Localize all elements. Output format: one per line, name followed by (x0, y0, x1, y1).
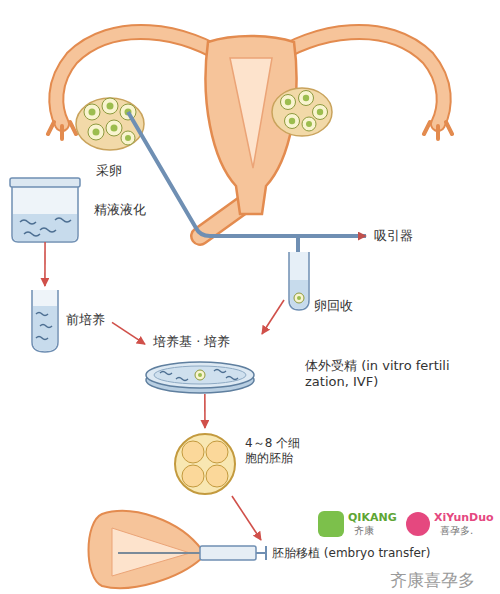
watermark: 喜孕多. (440, 525, 473, 537)
process-step: 培养基 · 培养体外受精 (in vitro fertilization, IV… (145, 334, 485, 394)
ovary (121, 131, 135, 145)
embryo (175, 434, 235, 494)
culture-dish (146, 367, 254, 393)
watermark: QIKANG (348, 511, 397, 524)
embryo (206, 441, 228, 463)
step-label: 4～8 个细胞的胚胎 (245, 436, 303, 466)
watermark: XiYunDuo (434, 511, 494, 524)
ovary (102, 98, 118, 114)
process-step: 4～8 个细胞的胚胎 (170, 428, 320, 496)
step-label: 卵回收 (314, 298, 353, 314)
ovary (285, 114, 300, 129)
ovary (289, 118, 295, 124)
collection-fluid (290, 280, 308, 309)
culture-dish (195, 370, 205, 380)
ovary (125, 135, 131, 141)
ovary (272, 88, 332, 136)
step-label: 胚胎移植 (embryo transfer) (272, 546, 430, 561)
uterine-cavity (230, 58, 272, 168)
embryo (175, 434, 235, 494)
process-step: 精液液化 (8, 176, 158, 242)
watermark: 齐康 (354, 525, 374, 537)
process-step: 胚胎移植 (embryo transfer) (244, 540, 480, 568)
semen-jar (12, 186, 78, 242)
ovary (272, 88, 332, 136)
collection-tube (289, 252, 309, 310)
ovary (317, 109, 323, 115)
ovary (285, 99, 291, 105)
culture-tube (33, 306, 57, 351)
culture-dish (146, 362, 254, 388)
part-label: 采卵 (96, 163, 122, 179)
ovary (107, 103, 114, 110)
flow-arrow (44, 242, 46, 286)
uterus (89, 511, 203, 588)
ovary (88, 124, 104, 140)
ovary (89, 109, 96, 116)
flow-arrow (112, 322, 145, 344)
ovary (299, 91, 314, 106)
ovary (84, 104, 100, 120)
transfer-catheter (118, 552, 200, 554)
flow-arrow (262, 300, 284, 334)
ovary (303, 95, 309, 101)
logo-icon (406, 512, 430, 536)
aspiration-needle (128, 112, 366, 236)
embryo (182, 441, 204, 463)
syringe (200, 546, 256, 560)
ovary (281, 95, 296, 110)
semen-jar (13, 214, 77, 241)
flow-arrow (232, 496, 261, 540)
culture-dish (198, 373, 202, 377)
egg (297, 296, 301, 300)
embryo (206, 465, 228, 487)
step-label: 前培养 (66, 312, 105, 328)
ovary (106, 120, 122, 136)
ovary (313, 105, 328, 120)
logo-icon (318, 511, 344, 537)
semen-jar (20, 218, 71, 236)
ovary (302, 117, 316, 131)
culture-dish (160, 370, 238, 381)
watermark: 齐康喜孕多 (390, 570, 475, 590)
flow-arrow (204, 394, 206, 428)
ovary (93, 129, 100, 136)
process-step: 前培养 (26, 286, 112, 352)
semen-jar (10, 178, 80, 242)
culture-tube (32, 290, 58, 352)
culture-dish (146, 362, 254, 393)
syringe (256, 546, 266, 560)
step-label: 培养基 · 培养 (153, 334, 230, 350)
ovary (111, 125, 118, 132)
step-label: 体外受精 (in vitro fertilization, IVF) (305, 358, 455, 391)
ovary (306, 121, 312, 127)
culture-dish (154, 366, 246, 384)
egg (294, 293, 304, 303)
culture-tube (36, 313, 52, 340)
embryo (182, 465, 204, 487)
part-label: 吸引器 (374, 228, 413, 244)
process-step: 卵回收 (284, 246, 372, 318)
culture-tube (32, 290, 58, 352)
step-label: 精液液化 (94, 202, 146, 218)
semen-jar (10, 178, 80, 187)
